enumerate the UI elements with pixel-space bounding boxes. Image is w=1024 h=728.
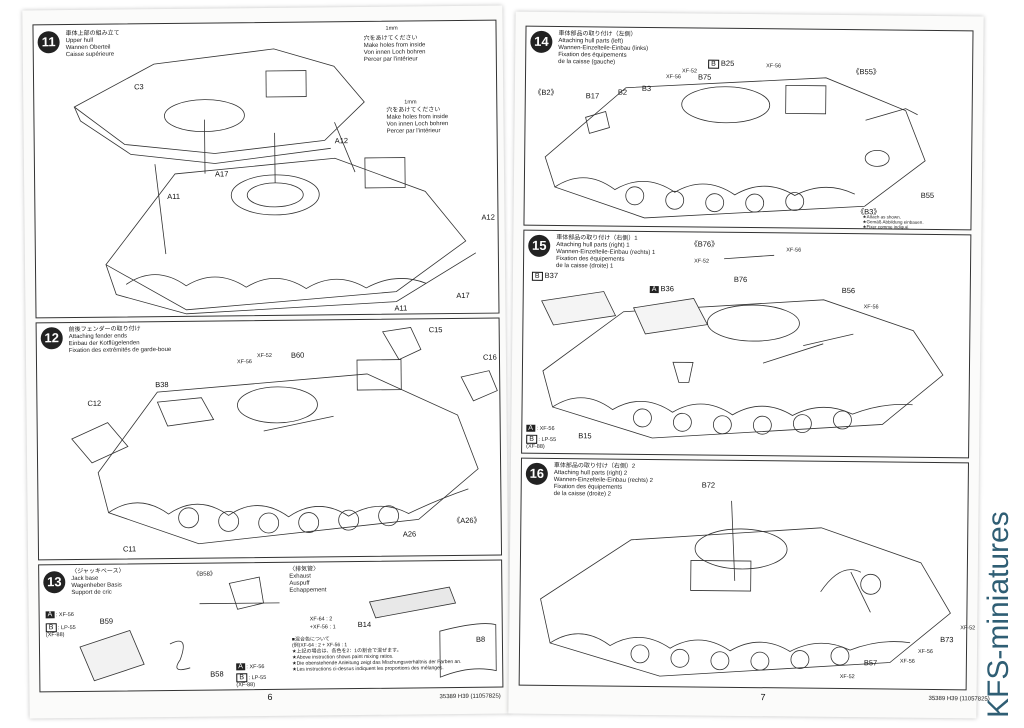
- left-page-number: 6: [267, 691, 273, 703]
- label-b37-text: B37: [544, 270, 559, 281]
- step11-hull-drawing: [73, 48, 477, 315]
- step16-paint-4: XF-52: [839, 673, 855, 681]
- step12-paint-xf52: XF-52: [256, 352, 272, 360]
- step13-jack-exhaust-drawing: [79, 576, 497, 682]
- step13-panel: 13 〈ジャッキベース〉 Jack base Wagenheber Basis …: [38, 559, 504, 693]
- label-b2: B2: [617, 87, 628, 97]
- label-b3: B3: [641, 83, 652, 93]
- label-b60: B60: [290, 350, 305, 360]
- right-page: 14 車体部品の取り付け（左側） Attaching hull parts (l…: [508, 11, 990, 719]
- step16-paint-3: XF-56: [899, 658, 915, 665]
- label-b55-detail: 《B55》: [852, 67, 881, 77]
- right-page-number: 7: [760, 692, 766, 703]
- label-b76: B76: [733, 274, 748, 285]
- watermark-text: KFS-miniatures: [982, 511, 1015, 718]
- step15-paint-b: B : LP-55 (XF-88): [526, 434, 557, 450]
- label-a11-bottom: A11: [394, 303, 408, 313]
- step14-paint-3: XF-52: [682, 68, 698, 75]
- label-a26-detail: 《A26》: [452, 515, 482, 526]
- label-b36-text: B36: [660, 284, 674, 294]
- label-b17: B17: [585, 91, 600, 101]
- label-b38: B38: [155, 380, 169, 390]
- label-b73: B73: [940, 635, 954, 645]
- label-a17-right: A17: [456, 290, 470, 301]
- left-page: 11 車体上部の組み立て Upper hull Wannen Oberteil …: [22, 5, 510, 719]
- step14-paint-1: XF-56: [665, 74, 682, 81]
- step16-panel: 16 車体部品の取り付け（右側）2 Attaching hull parts (…: [518, 457, 975, 691]
- label-a17-left: A17: [214, 169, 229, 179]
- step11-panel: 11 車体上部の組み立て Upper hull Wannen Oberteil …: [32, 19, 500, 319]
- label-a11-left: A11: [167, 191, 181, 202]
- label-b2-detail: 《B2》: [533, 87, 559, 98]
- label-c12: C12: [87, 398, 102, 408]
- label-c11: C11: [122, 544, 137, 554]
- step15-paint-1: XF-56: [786, 247, 802, 254]
- step14-panel: 14 車体部品の取り付け（左側） Attaching hull parts (l…: [523, 25, 974, 231]
- label-b36: A B36: [649, 284, 674, 294]
- step16-paint-2: XF-56: [917, 648, 934, 655]
- step15-paint-3: XF-52: [694, 258, 710, 265]
- step15-paint-2: XF-56: [863, 304, 879, 311]
- step15-hull-drawing: [541, 254, 944, 439]
- label-b75: B75: [697, 72, 712, 82]
- label-c3: C3: [134, 82, 144, 92]
- watermark-logo: KFS-miniatures: [982, 511, 1015, 718]
- label-b76-detail: 《B76》: [690, 239, 719, 249]
- step12-fender-drawing: [71, 327, 498, 545]
- step14-paint-2: XF-56: [766, 63, 782, 70]
- label-c15: C15: [428, 325, 443, 335]
- label-b25-text: B25: [720, 58, 735, 68]
- label-b15: B15: [578, 431, 592, 441]
- step15-paint-a: A : XF-56: [526, 424, 555, 432]
- label-b57: B57: [863, 658, 878, 668]
- step12-panel: 12 前後フェンダーの取り付け Attaching fender ends Ei…: [35, 317, 503, 561]
- label-b56: B56: [841, 285, 856, 296]
- step15-panel: 15 車体部品の取り付け（右側）1 Attaching hull parts (…: [521, 229, 972, 459]
- step12-paint-xf56: XF-56: [236, 359, 253, 366]
- label-b72: B72: [701, 480, 716, 490]
- right-footer-code: 35389 H39 (11057825): [928, 695, 990, 703]
- label-b55: B55: [920, 190, 935, 200]
- label-c16: C16: [482, 352, 497, 362]
- label-b25: B B25: [708, 59, 734, 69]
- label-b37: B B37: [531, 270, 559, 281]
- step15-paint-a-text: : XF-56: [536, 425, 555, 432]
- step14-hull-drawing: [544, 77, 926, 219]
- label-a12-top: A12: [334, 136, 349, 146]
- step16-hull-drawing: [540, 500, 951, 677]
- step14-b3-note: ★Attach as shown. ★Gemäß Abbildung einba…: [862, 214, 924, 230]
- label-a26: A26: [402, 529, 417, 539]
- label-a12-right: A12: [481, 212, 495, 222]
- left-footer-code: 35389 H39 (11057825): [439, 693, 501, 701]
- step16-paint-1: XF-52: [960, 625, 976, 632]
